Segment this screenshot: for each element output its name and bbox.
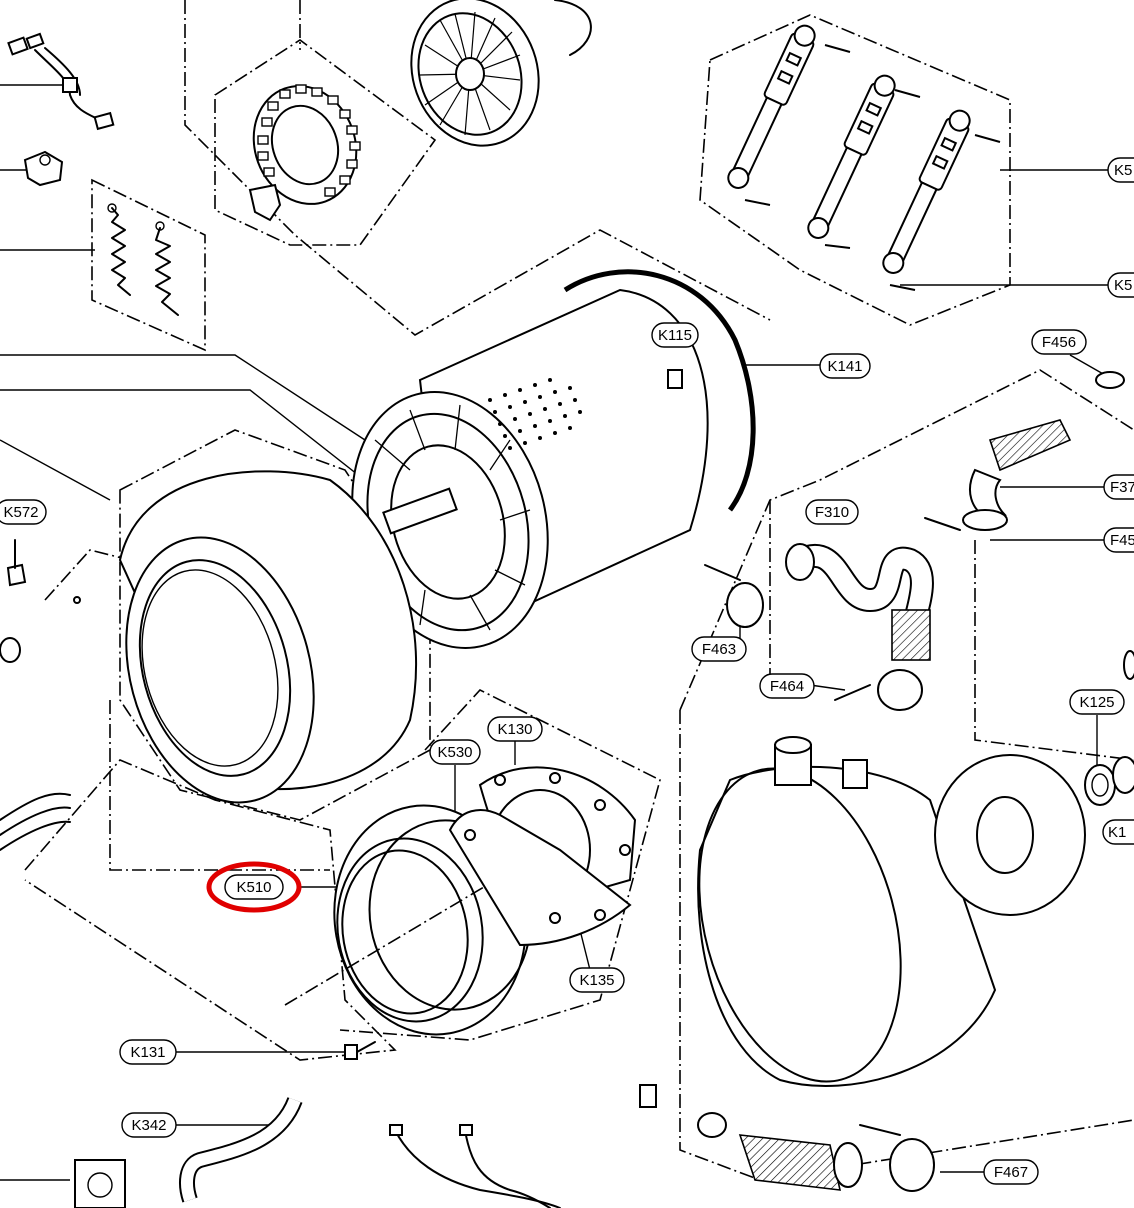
- callout-k342-text: K342: [131, 1117, 166, 1134]
- part-k1: [1123, 650, 1134, 680]
- callout-k131-text: K131: [130, 1044, 165, 1061]
- callout-k131: K131: [119, 1039, 177, 1065]
- callout-f310: F310: [805, 499, 859, 525]
- small-parts-left: [0, 539, 81, 851]
- callout-k125-text: K125: [1079, 694, 1114, 711]
- tub-rear: [697, 736, 1086, 1087]
- wire-harness-connector: [7, 32, 115, 131]
- callout-k125: K125: [1069, 689, 1125, 715]
- callout-k572: K572: [0, 499, 47, 525]
- tub-front: [118, 470, 417, 804]
- hose-f310: [785, 543, 934, 661]
- callout-k5b-text: K5: [1114, 277, 1132, 294]
- clip-part: [23, 150, 64, 187]
- callout-k115: K115: [651, 322, 699, 348]
- callout-k141-text: K141: [827, 358, 862, 375]
- callout-k342: K342: [121, 1112, 177, 1138]
- callout-f45-partial: F45: [1103, 527, 1134, 553]
- shaft-k115: [667, 369, 683, 389]
- callout-f464: F464: [759, 673, 815, 699]
- callout-f467: F467: [983, 1159, 1039, 1185]
- callout-k510-text: K510: [236, 879, 271, 896]
- drum: [351, 288, 709, 649]
- callout-k572-text: K572: [3, 504, 38, 521]
- hose-k342: [179, 1096, 303, 1203]
- callout-k1-partial: K1: [1102, 819, 1134, 845]
- springs: [107, 203, 179, 316]
- callout-k5a-text: K5: [1114, 162, 1132, 179]
- callout-f463-text: F463: [702, 641, 736, 658]
- rotor: [410, 0, 592, 147]
- callout-k130-text: K130: [497, 721, 532, 738]
- stator: [248, 84, 361, 222]
- drain-hose: [639, 1084, 863, 1191]
- callout-k530: K530: [429, 739, 481, 765]
- callout-k1-text: K1: [1108, 824, 1126, 841]
- callout-f467-text: F467: [994, 1164, 1028, 1181]
- callout-k135-text: K135: [579, 972, 614, 989]
- callout-k530-text: K530: [437, 744, 472, 761]
- callout-f464-text: F464: [770, 678, 804, 695]
- part-f456: [1095, 371, 1125, 389]
- callout-f456: F456: [1031, 329, 1087, 355]
- callout-f456-text: F456: [1042, 334, 1076, 351]
- pump-motor: [74, 1159, 126, 1208]
- gasket-ring-k135: [448, 809, 632, 947]
- clamp-f467: [859, 1124, 935, 1192]
- callout-f310-text: F310: [815, 504, 849, 521]
- callout-k5-partial-b: K5: [1107, 272, 1134, 298]
- clamp-f463: [704, 564, 764, 628]
- wire-harness-bottom: [389, 1124, 561, 1208]
- drum-gasket-k141: [563, 269, 756, 512]
- callout-f37-partial: F37: [1103, 474, 1134, 500]
- callout-k5-partial-a: K5: [1107, 157, 1134, 183]
- callout-k130: K130: [487, 716, 543, 742]
- highlight-ring-k510: [206, 861, 302, 913]
- bellows-f37: [924, 419, 1072, 531]
- clamp-f464: [834, 669, 923, 711]
- callout-k510: K510: [224, 874, 284, 900]
- screw-k131: [344, 1041, 376, 1060]
- bearing-k125: [1084, 756, 1134, 806]
- callout-f37-text: F37: [1110, 479, 1134, 496]
- callout-k115-text: K115: [658, 327, 692, 344]
- shock-absorbers: [727, 24, 1001, 291]
- callout-k141: K141: [819, 353, 871, 379]
- callout-f45-text: F45: [1110, 532, 1134, 549]
- callout-k135: K135: [569, 967, 625, 993]
- callout-f463: F463: [691, 636, 747, 662]
- group-outlines: [24, 0, 1134, 1181]
- leader-lines: [0, 84, 1110, 1181]
